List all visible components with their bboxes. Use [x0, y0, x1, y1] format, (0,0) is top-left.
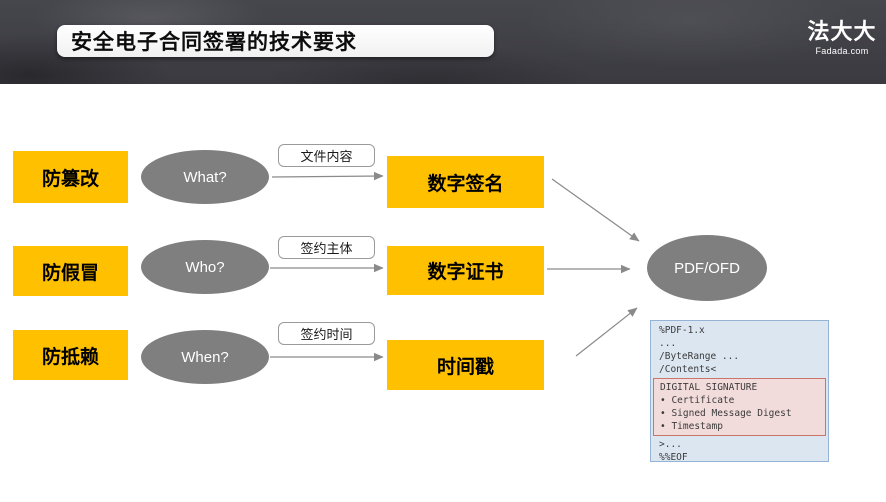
code-line: %%EOF [659, 452, 688, 463]
question-ellipse-what: What? [141, 150, 269, 204]
code-line: ... [659, 338, 677, 349]
pdf-structure-code-block: %PDF-1.x ... /ByteRange ... /Contents< D… [650, 320, 829, 464]
fadada-logo: 法大大 Fadada.com [806, 19, 878, 57]
question-ellipse-when: When? [141, 330, 269, 384]
arrow-signature-to-pdf [551, 178, 640, 242]
title-box: 安全电子合同签署的技术要求 [57, 25, 494, 57]
goal-box-anti-tamper: 防篡改 [13, 151, 128, 203]
fadada-logo-domain: Fadada.com [815, 46, 869, 57]
code-line: /Contents< [659, 364, 717, 375]
tech-box-digital-signature: 数字签名 [387, 156, 544, 208]
goal-box-anti-repudiation: 防抵赖 [13, 330, 128, 380]
code-line: /ByteRange ... [659, 351, 740, 362]
header-banner: 安全电子合同签署的技术要求 法大大 Fadada.com [0, 0, 886, 84]
code-line: • Timestamp [660, 421, 723, 432]
goal-box-anti-impersonation: 防假冒 [13, 246, 128, 296]
tech-box-digital-certificate: 数字证书 [387, 246, 544, 295]
page-title: 安全电子合同签署的技术要求 [71, 30, 357, 54]
arrow-label-file-content: 文件内容 [278, 144, 375, 167]
fadada-logo-wordmark: 法大大 [807, 19, 877, 44]
tech-box-timestamp: 时间戳 [387, 340, 544, 390]
code-line: • Signed Message Digest [660, 408, 792, 419]
arrow-label-signing-time: 签约时间 [278, 322, 375, 345]
arrow-label-signing-subject: 签约主体 [278, 236, 375, 259]
arrow-timestamp-to-pdf [575, 307, 638, 357]
code-line: >... [659, 439, 682, 450]
code-line: DIGITAL SIGNATURE [660, 382, 758, 393]
code-line: %PDF-1.x [659, 325, 705, 336]
pdf-footer-section: >... %%EOF [651, 436, 828, 464]
digital-signature-section: DIGITAL SIGNATURE • Certificate • Signed… [653, 378, 826, 436]
question-ellipse-who: Who? [141, 240, 269, 294]
code-line: • Certificate [660, 395, 735, 406]
arrow-what-to-signature [271, 171, 384, 181]
pdf-header-section: %PDF-1.x ... /ByteRange ... /Contents< [651, 321, 828, 378]
pdf-ofd-ellipse: PDF/OFD [647, 235, 767, 301]
